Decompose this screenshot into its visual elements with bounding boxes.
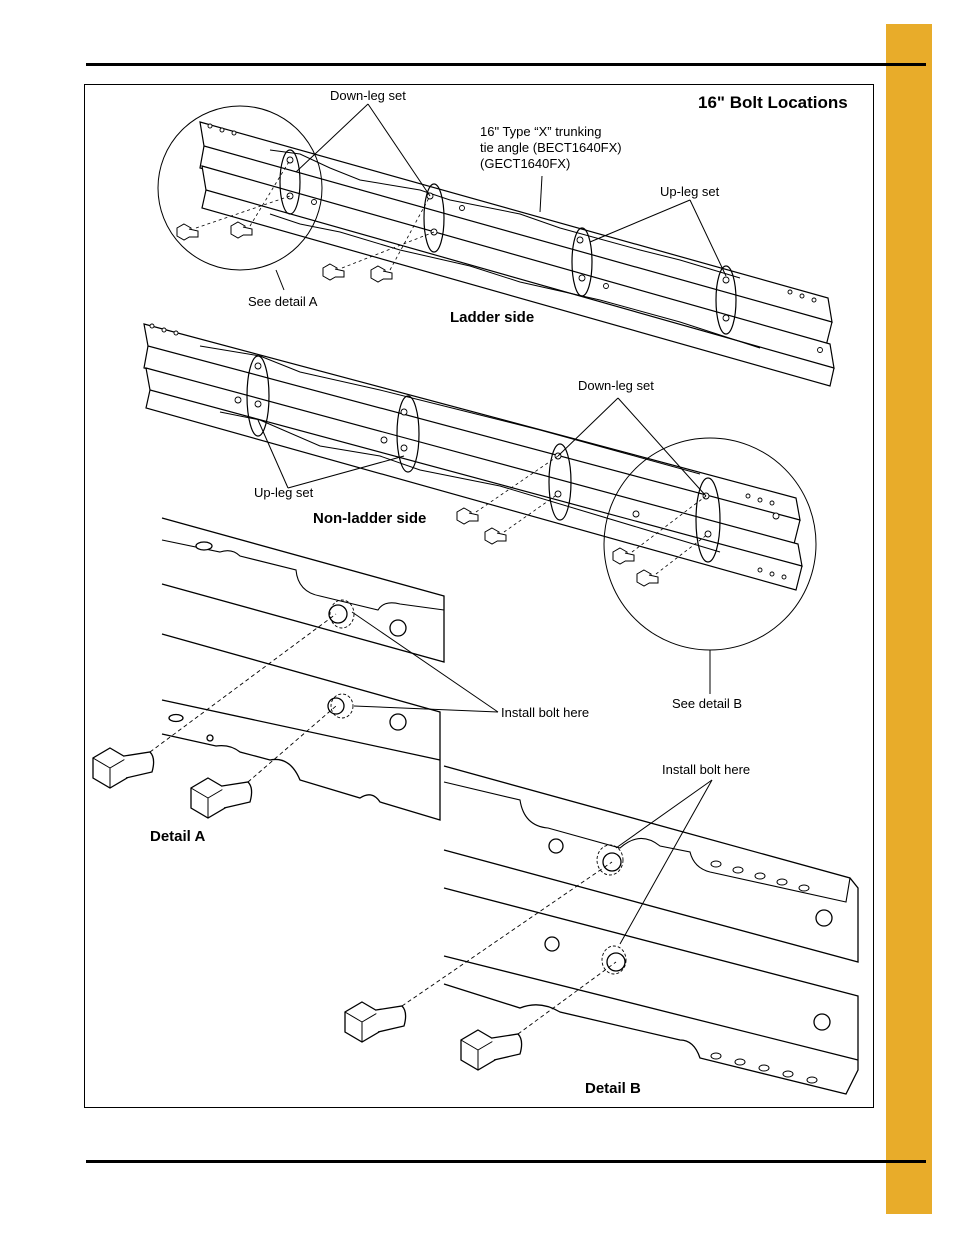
footer-rule xyxy=(86,1160,926,1163)
non-ladder-side-label: Non-ladder side xyxy=(313,510,427,527)
ladder-side-bolts xyxy=(176,159,435,283)
figure-frame xyxy=(84,84,874,1108)
install-bolt-here-label-a: Install bolt here xyxy=(501,705,590,720)
detail-b-label: Detail B xyxy=(585,1080,641,1097)
leader-lines xyxy=(257,103,727,945)
header-rule xyxy=(86,63,926,66)
up-leg-set-label-mid: Up-leg set xyxy=(254,485,314,500)
down-leg-set-label-top: Down-leg set xyxy=(330,88,406,103)
see-detail-b-label: See detail B xyxy=(672,696,743,711)
detail-b-drawing xyxy=(443,765,859,1095)
detail-a-label: Detail A xyxy=(150,828,206,845)
detail-a-drawing xyxy=(161,517,445,821)
trunking-label-line-3: (GECT1640FX) xyxy=(480,156,571,171)
detail-a-bolts xyxy=(92,613,337,819)
section-tab xyxy=(886,24,932,1214)
trunking-label-line-1: 16" Type “X” trunking xyxy=(480,124,602,139)
trunking-tie-angle-label: 16" Type “X” trunking tie angle (BECT164… xyxy=(480,124,622,172)
ladder-side-label: Ladder side xyxy=(450,309,535,326)
non-ladder-side-bolts xyxy=(456,455,709,587)
trunking-label-line-2: tie angle (BECT1640FX) xyxy=(480,140,622,155)
figure-title: 16" Bolt Locations xyxy=(698,93,848,112)
install-bolt-here-label-b: Install bolt here xyxy=(662,762,751,777)
non-ladder-side-assembly xyxy=(143,323,817,651)
down-leg-set-label-mid: Down-leg set xyxy=(578,378,654,393)
ladder-side-assembly xyxy=(157,105,835,387)
see-detail-a-label: See detail A xyxy=(248,294,318,309)
detail-b-bolts xyxy=(344,861,617,1071)
up-leg-set-label-top: Up-leg set xyxy=(660,184,720,199)
